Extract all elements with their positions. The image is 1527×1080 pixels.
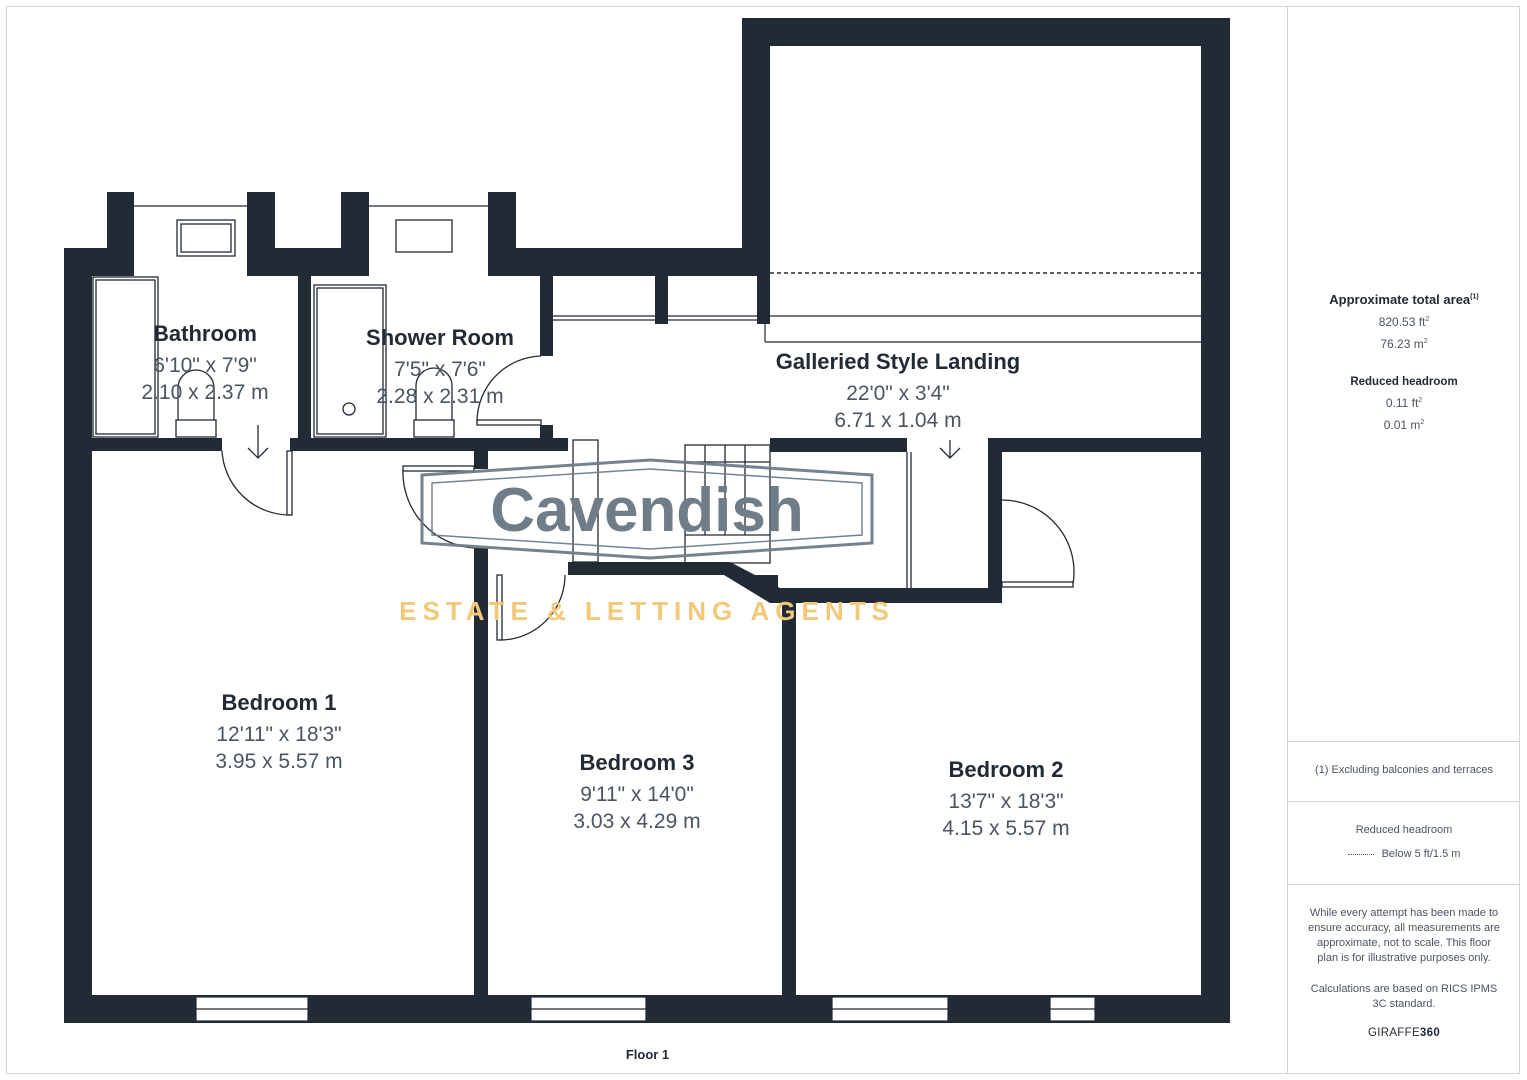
room-dims-metric-bedroom3: 3.03 x 4.29 m: [573, 810, 700, 833]
divider: [1288, 741, 1520, 742]
footnote-marker: (1): [1470, 293, 1479, 301]
legend-item-text: Below 5 ft/1.5 m: [1381, 848, 1461, 860]
room-dims-metric-bedroom2: 4.15 x 5.57 m: [942, 817, 1069, 840]
unit-sup: 2: [1425, 316, 1430, 323]
legend-item: Below 5 ft/1.5 m: [1288, 847, 1520, 862]
brand-main: GIRAFFE: [1367, 1027, 1420, 1039]
dotted-line-icon: [1347, 853, 1374, 855]
room-dims-imperial-bedroom3: 9'11" x 14'0": [580, 783, 694, 806]
room-dims-imperial-shower-room: 7'5" x 7'6": [394, 358, 486, 381]
divider: [1288, 884, 1520, 885]
room-dims-imperial-bedroom2: 13'7" x 18'3": [948, 790, 1063, 813]
reduced-headroom-ft-value: 0.11 ft: [1385, 396, 1419, 410]
room-dims-imperial-landing: 22'0" x 3'4": [846, 382, 950, 405]
room-name-landing: Galleried Style Landing: [776, 349, 1021, 374]
room-dims-metric-landing: 6.71 x 1.04 m: [834, 409, 961, 432]
unit-sup: 2: [1418, 397, 1423, 404]
total-area-ft: 820.53 ft2: [1288, 315, 1520, 329]
legend-title: Reduced headroom: [1355, 824, 1453, 836]
legend-block: Reduced headroom Below 5 ft/1.5 m: [1288, 823, 1520, 862]
total-area-m-value: 76.23 m: [1380, 337, 1424, 351]
reduced-headroom-block: Reduced headroom 0.11 ft2 0.01 m2: [1288, 376, 1520, 432]
watermark-tagline: ESTATE & LETTING AGENTS: [399, 596, 895, 626]
entry-arrows: [247, 425, 961, 459]
footnote: (1) Excluding balconies and terraces: [1315, 764, 1493, 776]
floor-plan: Bathroom 6'10" x 7'9" 2.10 x 2.37 m Show…: [64, 18, 1230, 1023]
brand-num: 360: [1419, 1027, 1441, 1039]
fixtures: [92, 219, 912, 588]
sidebar: Approximate total area(1) 820.53 ft2 76.…: [1287, 6, 1520, 1074]
total-area-ft-value: 820.53 ft: [1378, 315, 1426, 329]
room-name-shower-room: Shower Room: [366, 325, 514, 350]
room-name-bedroom3: Bedroom 3: [580, 750, 695, 775]
room-dims-imperial-bathroom: 6'10" x 7'9": [153, 354, 257, 377]
room-name-bathroom: Bathroom: [153, 321, 257, 346]
giraffe360-logo: GIRAFFE360: [1288, 1027, 1520, 1039]
room-dims-metric-shower-room: 2.28 x 2.31 m: [376, 385, 503, 408]
total-area-title: Approximate total area(1): [1288, 292, 1520, 307]
reduced-headroom-title: Reduced headroom: [1350, 376, 1458, 388]
room-dims-imperial-bedroom1: 12'11" x 18'3": [216, 723, 341, 746]
reduced-headroom-m-value: 0.01 m: [1383, 418, 1421, 432]
floor-label: Floor 1: [625, 1047, 670, 1062]
room-name-bedroom1: Bedroom 1: [222, 690, 337, 715]
calc-note: Calculations are based on RICS IPMS 3C s…: [1310, 983, 1498, 1010]
unit-sup: 2: [1420, 419, 1425, 426]
page-frame: [6, 6, 1520, 1074]
watermark-brand: Cavendish: [490, 476, 804, 545]
disclaimer: While every attempt has been made to ens…: [1308, 907, 1500, 964]
divider: [1288, 801, 1520, 802]
room-labels: Bathroom 6'10" x 7'9" 2.10 x 2.37 m Show…: [141, 321, 1069, 840]
watermark: [420, 458, 874, 560]
window-lines: [134, 205, 1201, 1010]
doors: [221, 355, 1075, 641]
room-dims-metric-bathroom: 2.10 x 2.37 m: [141, 381, 268, 404]
total-area-m: 76.23 m2: [1288, 337, 1520, 351]
unit-sup: 2: [1423, 338, 1428, 345]
room-name-bedroom2: Bedroom 2: [949, 757, 1064, 782]
total-area-block: Approximate total area(1) 820.53 ft2 76.…: [1288, 292, 1520, 351]
total-area-title-text: Approximate total area: [1329, 292, 1471, 307]
reduced-headroom-m: 0.01 m2: [1288, 418, 1520, 432]
reduced-headroom-ft: 0.11 ft2: [1288, 396, 1520, 410]
room-dims-metric-bedroom1: 3.95 x 5.57 m: [215, 750, 342, 773]
